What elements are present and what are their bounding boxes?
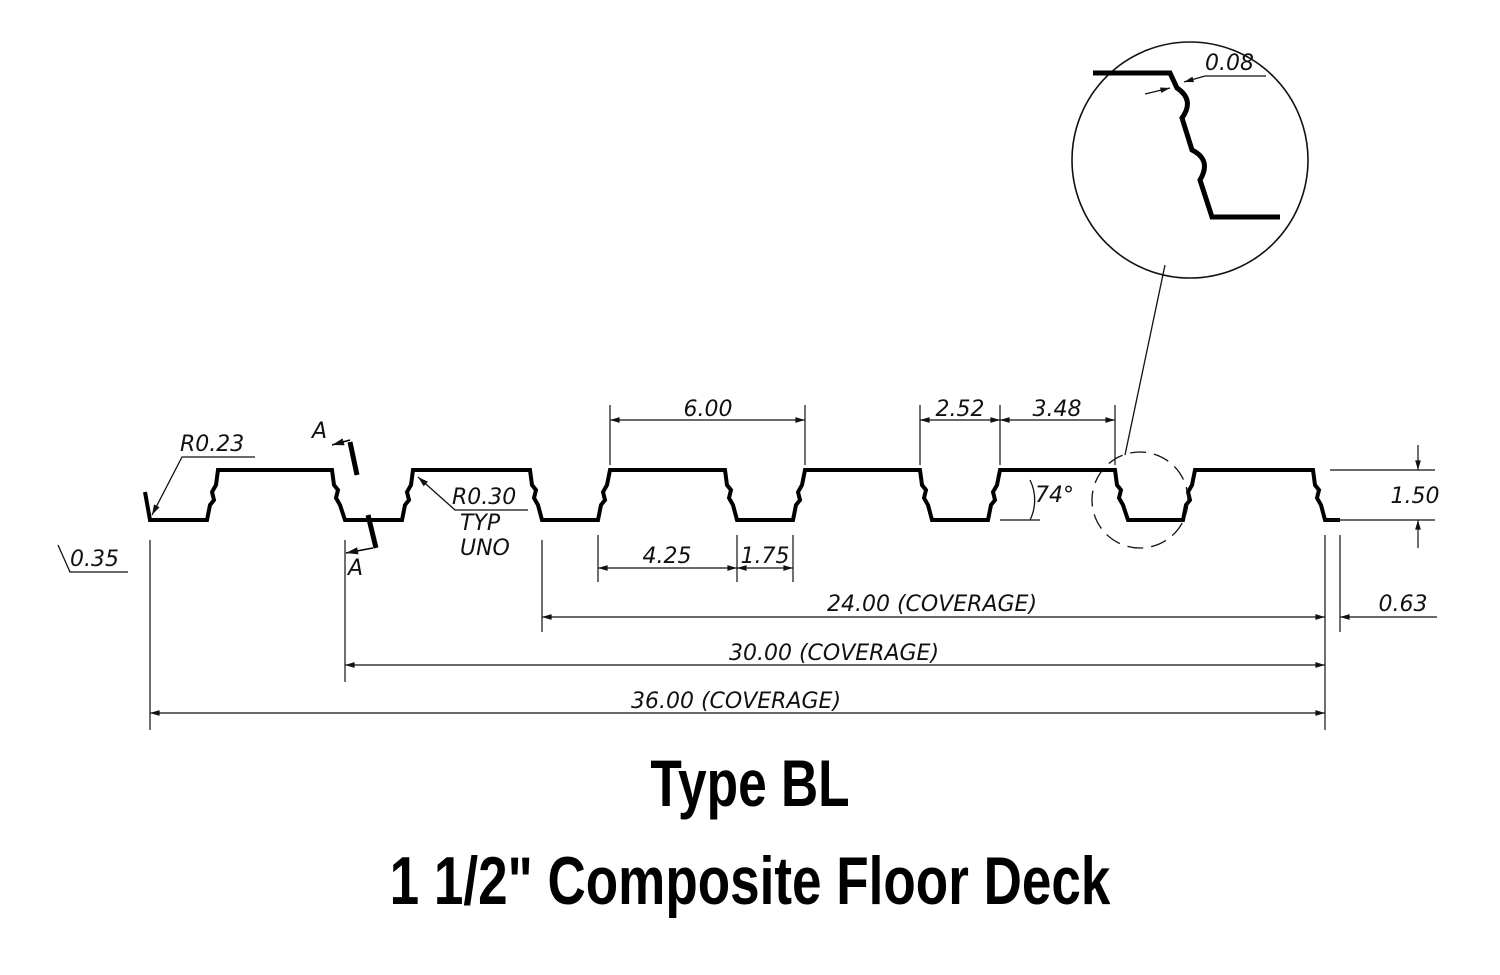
edge-dimension: 0.63 [1379,592,1428,617]
section-a-marker [331,438,379,555]
title-product: 1 1/2" Composite Floor Deck [389,843,1111,919]
thickness-dimension: 0.08 [1205,51,1254,76]
deck-profile [143,468,1340,522]
title-type: Type BL [650,746,850,820]
top-half-dimension: 2.52 [936,397,985,422]
section-a-top-label: A [310,419,327,444]
radius-typ-label: R0.30 [452,485,516,510]
web-dimension: 1.75 [741,544,790,569]
radius-left-label: R0.23 [180,432,244,457]
depth-dimension: 1.50 [1391,484,1440,509]
coverage-30-dimension: 30.00 (COVERAGE) [729,641,939,666]
coverage-36-dimension: 36.00 (COVERAGE) [631,689,841,714]
pitch-dimension: 6.00 [684,397,733,422]
bottom-flange-dimension: 4.25 [643,544,692,569]
top-flange-dimension: 3.48 [1033,397,1082,422]
lip-dimension: 0.35 [70,547,119,572]
detail-profile [1093,70,1280,220]
coverage-24-dimension: 24.00 (COVERAGE) [827,592,1037,617]
angle-dimension: 74° [1035,483,1074,508]
typ-label: TYP [460,511,501,536]
section-a-bottom-label: A [346,556,363,581]
uno-label: UNO [460,536,510,561]
